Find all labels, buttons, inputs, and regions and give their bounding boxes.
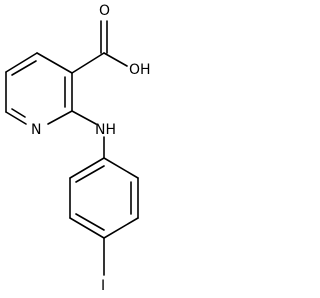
bond-p6-p1-inner bbox=[75, 165, 105, 183]
label-iodine: I bbox=[101, 278, 105, 294]
label-nh: NH bbox=[95, 122, 116, 138]
bond-p6-p1 bbox=[69, 157, 105, 179]
bond-c4-c5 bbox=[5, 52, 38, 73]
label-oh: OH bbox=[129, 62, 151, 78]
label-pyridine-n: N bbox=[31, 122, 41, 138]
carboxylic-acid-group bbox=[71, 20, 128, 74]
bond-n1-c2 bbox=[47, 110, 73, 125]
bond-p4-p5-inner bbox=[75, 213, 105, 231]
amine-linker bbox=[71, 110, 105, 159]
bond-c2-nh bbox=[71, 110, 97, 125]
bond-c6-n1 bbox=[5, 111, 27, 125]
bond-c3-ccooh bbox=[71, 52, 105, 74]
bond-c-oh bbox=[103, 52, 128, 67]
iodophenyl-ring bbox=[69, 157, 139, 239]
bond-c6-n1-inner bbox=[11, 108, 26, 118]
bond-p1-p2 bbox=[103, 157, 139, 179]
chemical-structure: O OH N NH I bbox=[5, 3, 151, 294]
label-carboxyl-o: O bbox=[99, 3, 110, 19]
bond-p3-p4 bbox=[103, 217, 139, 239]
bond-c3-c4 bbox=[36, 52, 73, 74]
bond-c4-c5-inner bbox=[11, 60, 37, 76]
pyridine-ring bbox=[5, 52, 73, 125]
bond-p4-p5 bbox=[69, 217, 105, 239]
